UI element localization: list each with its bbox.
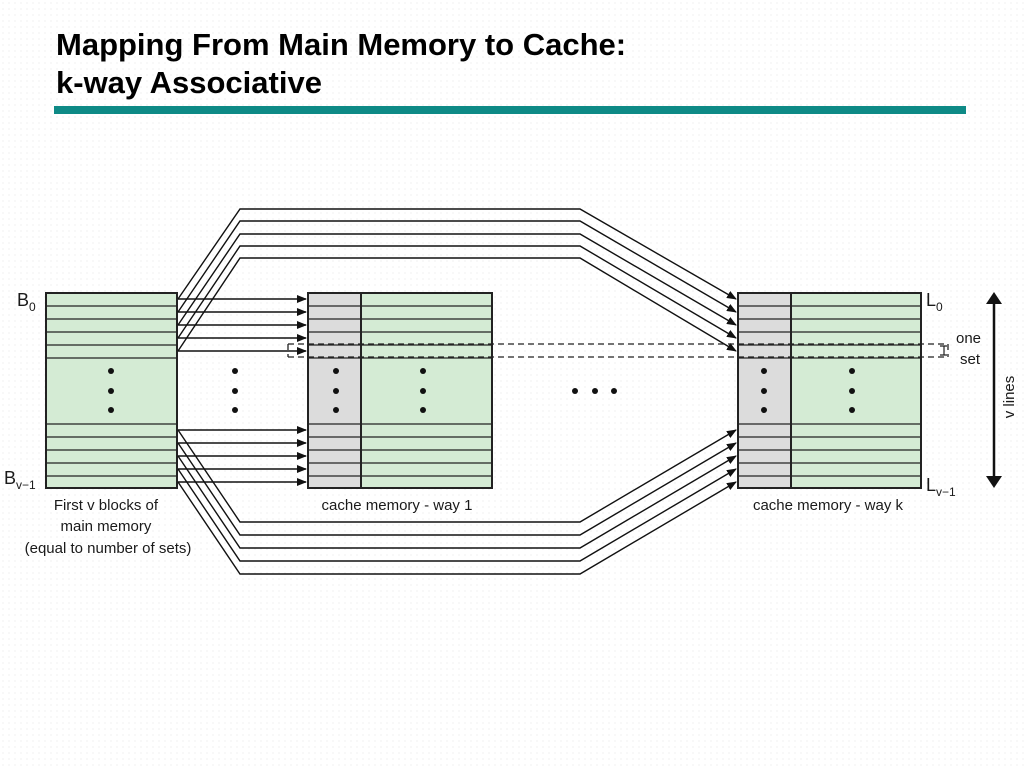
label-bv-1: Bv−1 <box>4 468 36 492</box>
arrow-to-way-k <box>177 220 737 313</box>
label-lv-1: Lv−1 <box>926 475 956 499</box>
wayk-row-lines <box>738 305 921 477</box>
way1-data-column <box>360 292 493 489</box>
main-memory-caption: First v blocks of main memory (equal to … <box>25 497 192 557</box>
way1-dots <box>333 368 426 413</box>
way1-row-lines <box>308 305 492 477</box>
set-outline <box>287 343 949 358</box>
arrow-to-way-k <box>177 245 737 339</box>
title-line-2: k-way Associative <box>56 65 322 100</box>
cache-way-1 <box>307 292 493 489</box>
arrow-to-way-k <box>177 429 737 523</box>
set-brace-icon <box>940 345 947 356</box>
wayk-data-column <box>790 292 922 489</box>
title-underline <box>54 106 966 114</box>
arrow-to-way-k <box>177 208 737 300</box>
ellipsis-dots <box>232 368 617 413</box>
v-lines-label: v lines <box>1001 376 1018 419</box>
wayk-caption: cache memory - way k <box>753 497 904 514</box>
main-memory-dots <box>108 368 114 413</box>
arrow-to-way-k <box>177 455 737 549</box>
arrow-to-way-k <box>177 442 737 536</box>
v-lines-arrow <box>986 292 1002 488</box>
mapping-arrows <box>177 208 737 575</box>
one-set-label: one set <box>956 330 985 368</box>
title-line-1: Mapping From Main Memory to Cache: <box>56 27 627 62</box>
wayk-dots <box>761 368 855 413</box>
label-b0: B0 <box>17 290 36 314</box>
arrow-to-way-k <box>177 468 737 562</box>
main-memory-block <box>45 292 178 489</box>
way1-caption: cache memory - way 1 <box>322 497 473 514</box>
page-title: Mapping From Main Memory to Cache: k-way… <box>56 26 626 102</box>
arrow-to-way-k <box>177 257 737 352</box>
arrow-to-way-k <box>177 481 737 575</box>
main-memory-row-lines <box>46 305 177 477</box>
cache-way-k <box>737 292 922 489</box>
arrow-to-way-k <box>177 233 737 326</box>
label-l0: L0 <box>926 290 943 314</box>
